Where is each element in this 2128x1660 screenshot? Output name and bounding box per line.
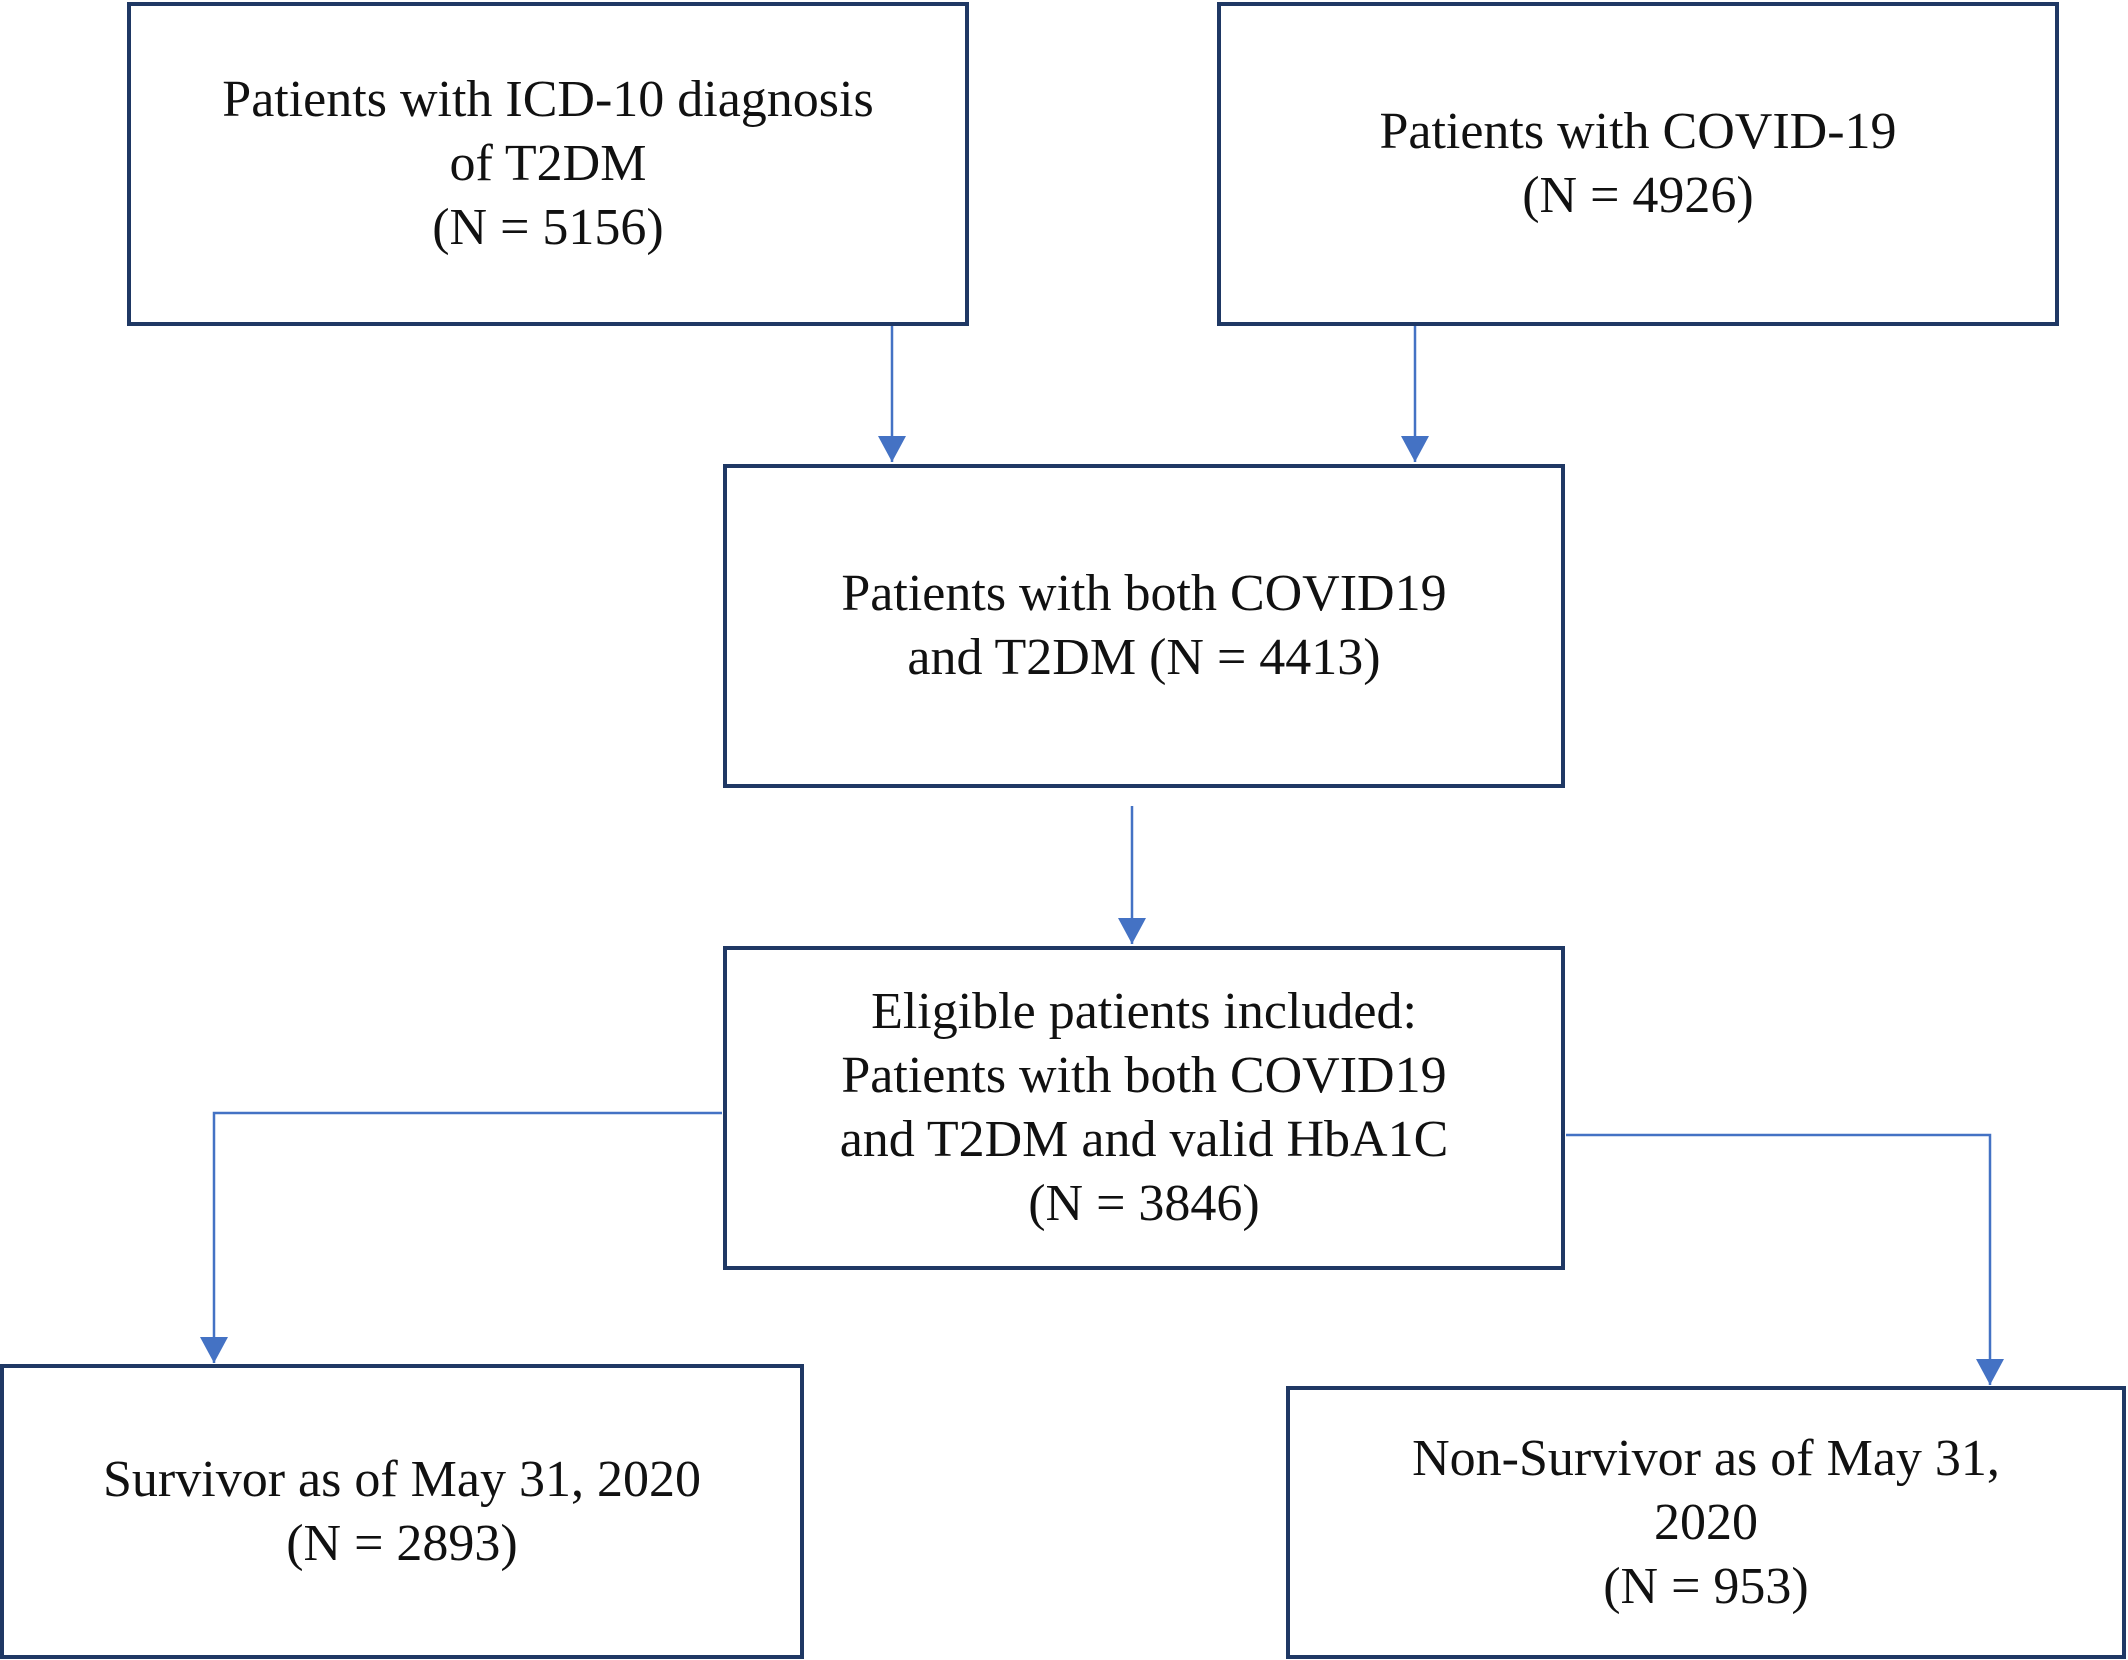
box-eligible-line-2: Patients with both COVID19: [841, 1047, 1447, 1104]
arrow-eligible-to-survivor: [212, 1111, 722, 1363]
box-non-survivor: Non-Survivor as of May 31, 2020 (N = 953…: [1286, 1386, 2126, 1659]
box-t2dm-line-1: Patients with ICD-10 diagnosis: [222, 71, 874, 128]
box-non-survivor-line-1: Non-Survivor as of May 31,: [1412, 1429, 2000, 1487]
box-both-covid-t2dm: Patients with both COVID19 and T2DM (N =…: [723, 464, 1565, 788]
box-both-line-1: Patients with both COVID19: [841, 565, 1447, 622]
arrow-eligible-to-non-survivor: [1566, 1133, 1992, 1385]
arrowhead-t2dm-to-both: [878, 436, 906, 462]
arrowhead-covid-to-both: [1401, 436, 1429, 462]
box-survivor-line-1: Survivor as of May 31, 2020: [103, 1450, 701, 1508]
box-non-survivor-line-3: (N = 953): [1603, 1557, 1809, 1615]
box-covid: Patients with COVID-19 (N = 4926): [1217, 2, 2059, 326]
box-eligible-line-1: Eligible patients included:: [871, 983, 1417, 1040]
arrowhead-eligible-to-survivor: [200, 1337, 228, 1363]
box-t2dm-line-3: (N = 5156): [432, 199, 664, 256]
box-covid-line-1: Patients with COVID-19: [1379, 103, 1897, 160]
arrowhead-eligible-to-non-survivor: [1976, 1359, 2004, 1385]
arrowhead-both-to-eligible: [1118, 918, 1146, 944]
box-survivor-line-2: (N = 2893): [286, 1514, 518, 1572]
box-both-line-2: and T2DM (N = 4413): [907, 629, 1381, 686]
box-covid-line-2: (N = 4926): [1522, 167, 1754, 224]
box-eligible-patients: Eligible patients included: Patients wit…: [723, 946, 1565, 1270]
box-t2dm-line-2: of T2DM: [449, 135, 647, 192]
box-t2dm-diagnosis: Patients with ICD-10 diagnosis of T2DM (…: [127, 2, 969, 326]
box-non-survivor-line-2: 2020: [1654, 1493, 1758, 1551]
box-eligible-line-3: and T2DM and valid HbA1C: [839, 1111, 1449, 1168]
box-survivor: Survivor as of May 31, 2020 (N = 2893): [0, 1364, 804, 1659]
box-eligible-line-4: (N = 3846): [1028, 1175, 1260, 1232]
